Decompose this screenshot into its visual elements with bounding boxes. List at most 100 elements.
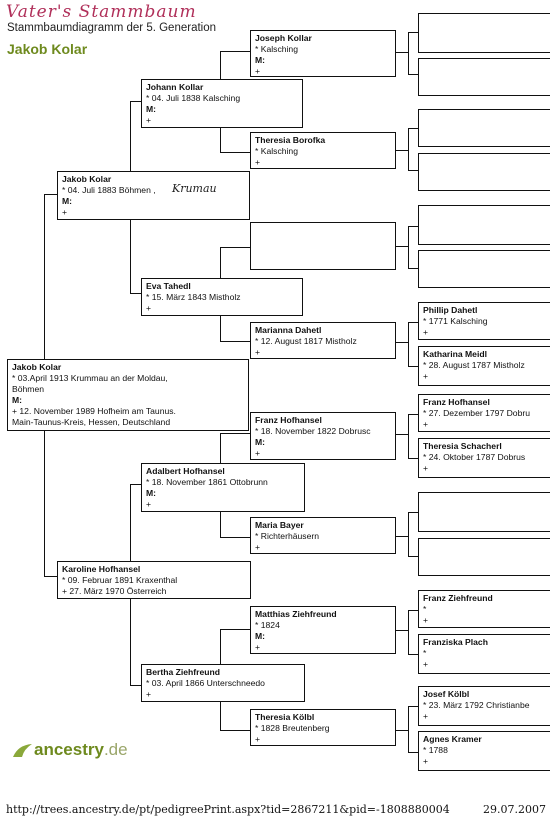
person-box-gen5-13[interactable]: Franz Ziehfreund * +	[418, 590, 550, 628]
person-box-gen4-4[interactable]: Marianna Dahetl * 12. August 1817 Mistho…	[250, 322, 396, 359]
person-box-gen5-16[interactable]: Agnes Kramer * 1788 +	[418, 731, 550, 771]
birth-line: * 18. November 1822 Dobrusc	[255, 426, 371, 436]
marriage-line: M:	[146, 488, 157, 498]
connector-line	[408, 556, 418, 557]
birth-line: * 03.April 1913 Krummau an der Moldau,	[12, 373, 168, 383]
connector-line	[220, 247, 250, 248]
person-box-gen4-8[interactable]: Theresia Kölbl * 1828 Breutenberg +	[250, 709, 396, 746]
connector-line	[130, 293, 142, 294]
person-name: Franziska Plach	[423, 637, 488, 647]
person-name: Karoline Hofhansel	[62, 564, 141, 574]
empty-person-box[interactable]	[418, 153, 550, 191]
connector-line	[408, 752, 418, 753]
empty-person-box[interactable]	[418, 492, 550, 532]
connector-line	[220, 433, 250, 434]
person-box-gen4-5[interactable]: Franz Hofhansel * 18. November 1822 Dobr…	[250, 412, 396, 460]
empty-person-box[interactable]	[418, 58, 550, 96]
birth-line: * Kalsching	[255, 44, 298, 54]
birth-line: * 04. Juli 1838 Kalsching	[146, 93, 241, 103]
person-box-gen5-7[interactable]: Phillip Dahetl * 1771 Kalsching +	[418, 302, 550, 340]
person-name: Katharina Meidl	[423, 349, 487, 359]
marriage-line: M:	[12, 395, 23, 405]
death-line: +	[146, 115, 152, 125]
birth-line: * 24. Oktober 1787 Dobrus	[423, 452, 526, 462]
marriage-line: M:	[62, 196, 73, 206]
person-name: Franz Hofhansel	[423, 397, 490, 407]
person-box-gen5-9[interactable]: Franz Hofhansel * 27. Dezember 1797 Dobr…	[418, 394, 550, 432]
empty-person-box[interactable]	[250, 222, 396, 270]
connector-line	[408, 706, 409, 752]
person-box-gen5-10[interactable]: Theresia Schacherl * 24. Oktober 1787 Do…	[418, 438, 550, 478]
person-box-gen5-14[interactable]: Franziska Plach * +	[418, 634, 550, 674]
person-name: Bertha Ziehfreund	[146, 667, 221, 677]
person-box-gen3-mm[interactable]: Bertha Ziehfreund * 03. April 1866 Unter…	[141, 664, 305, 702]
person-box-gen5-15[interactable]: Josef Kölbl * 23. März 1792 Christianbe …	[418, 686, 550, 726]
empty-person-box[interactable]	[418, 109, 550, 147]
person-box-gen1[interactable]: Jakob Kolar * 03.April 1913 Krummau an d…	[7, 359, 249, 431]
person-name: Agnes Kramer	[423, 734, 482, 744]
handwritten-annotation: Krumau	[172, 182, 217, 195]
person-box-gen4-2[interactable]: Theresia Borofka * Kalsching +	[250, 132, 396, 169]
person-name: Adalbert Hofhansel	[146, 466, 225, 476]
person-name: Jakob Kolar	[62, 174, 112, 184]
empty-person-box[interactable]	[418, 13, 550, 53]
person-box-gen3-fm[interactable]: Eva Tahedl * 15. März 1843 Mistholz +	[141, 278, 303, 316]
chart-subtitle: Stammbaumdiagramm der 5. Generation	[7, 22, 217, 34]
marriage-line: M:	[255, 631, 266, 641]
marriage-line: M:	[255, 55, 266, 65]
connector-line	[408, 226, 418, 227]
birth-line: * 27. Dezember 1797 Dobru	[423, 408, 531, 418]
person-name: Theresia Kölbl	[255, 712, 315, 722]
person-box-gen4-6[interactable]: Maria Bayer * Richterhäusern +	[250, 517, 396, 554]
logo-suffix: .de	[103, 740, 128, 759]
connector-line	[408, 32, 418, 33]
connector-line	[130, 101, 142, 102]
birth-line: * 28. August 1787 Mistholz	[423, 360, 525, 370]
person-box-gen4-7[interactable]: Matthias Ziehfreund * 1824 M: +	[250, 606, 396, 654]
person-box-gen4-1[interactable]: Joseph Kollar * Kalsching M: +	[250, 30, 396, 77]
logo-brand: ancestry	[34, 740, 104, 759]
connector-line	[408, 414, 418, 415]
death-line: +	[423, 711, 429, 721]
connector-line	[220, 629, 250, 630]
death-line: +	[146, 689, 152, 699]
person-name: Theresia Schacherl	[423, 441, 502, 451]
birth-line: * 23. März 1792 Christianbe	[423, 700, 530, 710]
connector-line	[396, 246, 408, 247]
connector-line	[408, 268, 418, 269]
death-line: +	[423, 463, 429, 473]
person-box-gen5-8[interactable]: Katharina Meidl * 28. August 1787 Mistho…	[418, 346, 550, 386]
person-box-gen3-mf[interactable]: Adalbert Hofhansel * 18. November 1861 O…	[141, 463, 305, 512]
empty-person-box[interactable]	[418, 205, 550, 245]
birth-line: * 03. April 1866 Unterschneedo	[146, 678, 265, 688]
person-box-gen3-ff[interactable]: Johann Kollar * 04. Juli 1838 Kalsching …	[141, 79, 303, 128]
leaf-icon	[13, 743, 32, 757]
empty-person-box[interactable]	[418, 538, 550, 576]
death-line: +	[255, 347, 261, 357]
person-box-father[interactable]: Jakob Kolar * 04. Juli 1883 Böhmen , M: …	[57, 171, 250, 220]
birth-line: * Kalsching	[255, 146, 298, 156]
connector-line	[408, 128, 409, 170]
person-box-mother[interactable]: Karoline Hofhansel * 09. Februar 1891 Kr…	[57, 561, 251, 599]
birth-line: *	[423, 648, 427, 658]
connector-line	[130, 484, 142, 485]
connector-line	[408, 322, 418, 323]
connector-line	[220, 730, 250, 731]
connector-line	[408, 654, 418, 655]
connector-line	[408, 458, 418, 459]
birth-line: * 04. Juli 1883 Böhmen ,	[62, 185, 156, 195]
birth-line: * 1771 Kalsching	[423, 316, 488, 326]
person-name: Matthias Ziehfreund	[255, 609, 337, 619]
connector-line	[44, 194, 58, 195]
birth-line: * 09. Februar 1891 Kraxenthal	[62, 575, 178, 585]
empty-person-box[interactable]	[418, 250, 550, 288]
death-line: +	[255, 642, 261, 652]
death-line: +	[255, 157, 261, 167]
death-line: +	[255, 542, 261, 552]
connector-line	[408, 226, 409, 268]
person-name: Theresia Borofka	[255, 135, 326, 145]
death-line: +	[423, 371, 429, 381]
person-name: Franz Ziehfreund	[423, 593, 493, 603]
connector-line	[408, 610, 418, 611]
death-line: + 12. November 1989 Hofheim am Taunus.	[12, 406, 176, 416]
